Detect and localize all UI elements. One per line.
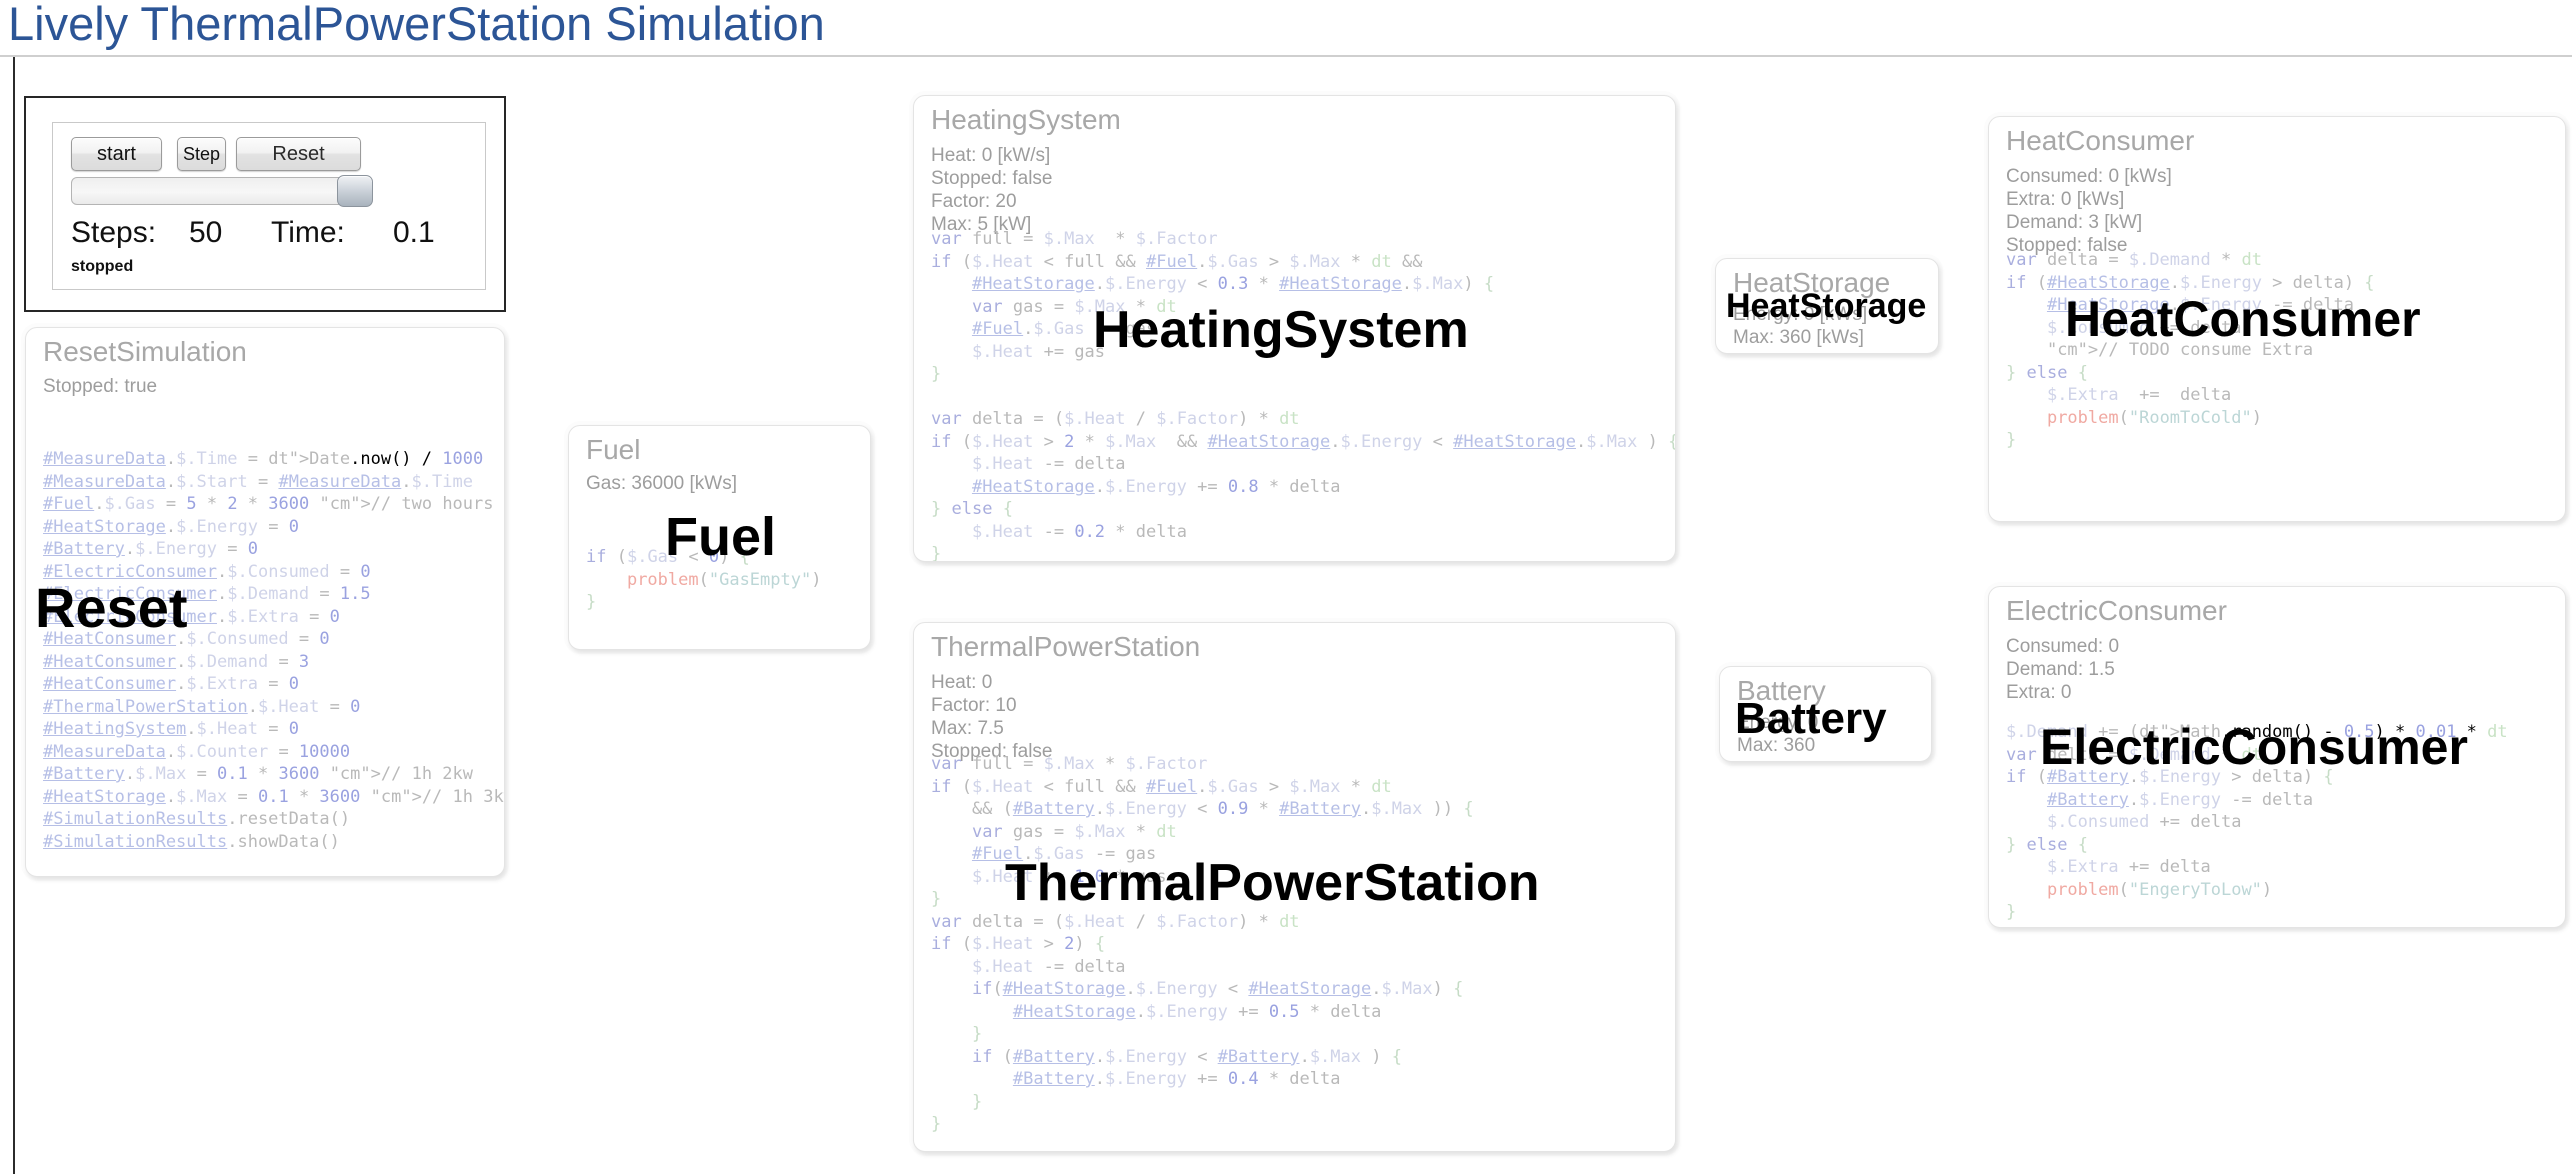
- panel-heating-system[interactable]: HeatingSystem Heat: 0 [kW/s] Stopped: fa…: [913, 95, 1676, 562]
- status-text: stopped: [71, 258, 134, 275]
- time-value: 0.1: [393, 216, 435, 249]
- panel-properties: Energy: 0 [kWs] Max: 360 [kWs]: [1733, 304, 1868, 348]
- panel-thermal-power-station[interactable]: ThermalPowerStation Heat: 0 Factor: 10 M…: [913, 622, 1676, 1152]
- page-title: Lively ThermalPowerStation Simulation: [8, 0, 825, 50]
- panel-title: ElectricConsumer: [2006, 595, 2227, 626]
- simulation-control-inner: start Step Reset Steps: 50 Time: 0.1 sto…: [52, 122, 486, 290]
- panel-heat-storage[interactable]: HeatStorage Energy: 0 [kWs] Max: 360 [kW…: [1715, 258, 1939, 354]
- panel-title: Battery: [1737, 675, 1826, 706]
- speed-slider[interactable]: [71, 177, 363, 205]
- panel-code: #MeasureData.$.Time = dt">Date.now() / 1…: [43, 449, 505, 852]
- panel-battery[interactable]: Battery Energy: 0 Max: 360: [1719, 666, 1932, 762]
- panel-title: HeatConsumer: [2006, 125, 2195, 156]
- steps-value: 50: [189, 216, 223, 249]
- left-border-rule: [13, 57, 15, 1174]
- panel-code: if ($.Gas < 0) { problem("GasEmpty") }: [586, 547, 822, 612]
- start-button[interactable]: start: [71, 137, 162, 171]
- panel-properties: Consumed: 0 Demand: 1.5 Extra: 0: [2006, 636, 2120, 703]
- panel-code: var delta = $.Demand * dt if (#HeatStora…: [2006, 250, 2375, 450]
- panel-title: HeatingSystem: [931, 104, 1121, 135]
- title-divider: [0, 55, 2572, 57]
- panel-title: HeatStorage: [1733, 267, 1891, 298]
- panel-heat-consumer[interactable]: HeatConsumer Consumed: 0 [kWs] Extra: 0 …: [1988, 116, 2566, 522]
- panel-properties: Heat: 0 Factor: 10 Max: 7.5 Stopped: fal…: [931, 672, 1053, 762]
- panel-properties: Gas: 36000 [kWs]: [586, 473, 738, 494]
- panel-properties: Energy: 0 Max: 360: [1737, 712, 1819, 756]
- panel-properties: Stopped: true: [43, 376, 158, 397]
- panel-properties: Consumed: 0 [kWs] Extra: 0 [kWs] Demand:…: [2006, 166, 2172, 256]
- panel-fuel[interactable]: Fuel Gas: 36000 [kWs] if ($.Gas < 0) { p…: [568, 425, 871, 650]
- panel-electric-consumer[interactable]: ElectricConsumer Consumed: 0 Demand: 1.5…: [1988, 586, 2566, 928]
- panel-code: var full = $.Max * $.Factor if ($.Heat <…: [931, 754, 1474, 1134]
- panel-title: Fuel: [586, 434, 641, 465]
- panel-title: ResetSimulation: [43, 336, 247, 367]
- panel-code: $.Demand += (dt">Math.random() - 0.5) * …: [2006, 722, 2508, 922]
- speed-slider-thumb[interactable]: [337, 175, 373, 207]
- panel-reset-simulation[interactable]: ResetSimulation Stopped: true #MeasureDa…: [25, 327, 505, 877]
- reset-button[interactable]: Reset: [236, 137, 361, 171]
- simulation-control-panel: start Step Reset Steps: 50 Time: 0.1 sto…: [24, 96, 506, 312]
- step-button[interactable]: Step: [177, 137, 226, 171]
- panel-properties: Heat: 0 [kW/s] Stopped: false Factor: 20…: [931, 145, 1053, 235]
- steps-label: Steps:: [71, 216, 157, 249]
- panel-title: ThermalPowerStation: [931, 631, 1201, 662]
- time-label: Time:: [271, 216, 345, 249]
- panel-code: var full = $.Max * $.Factor if ($.Heat <…: [931, 229, 1675, 562]
